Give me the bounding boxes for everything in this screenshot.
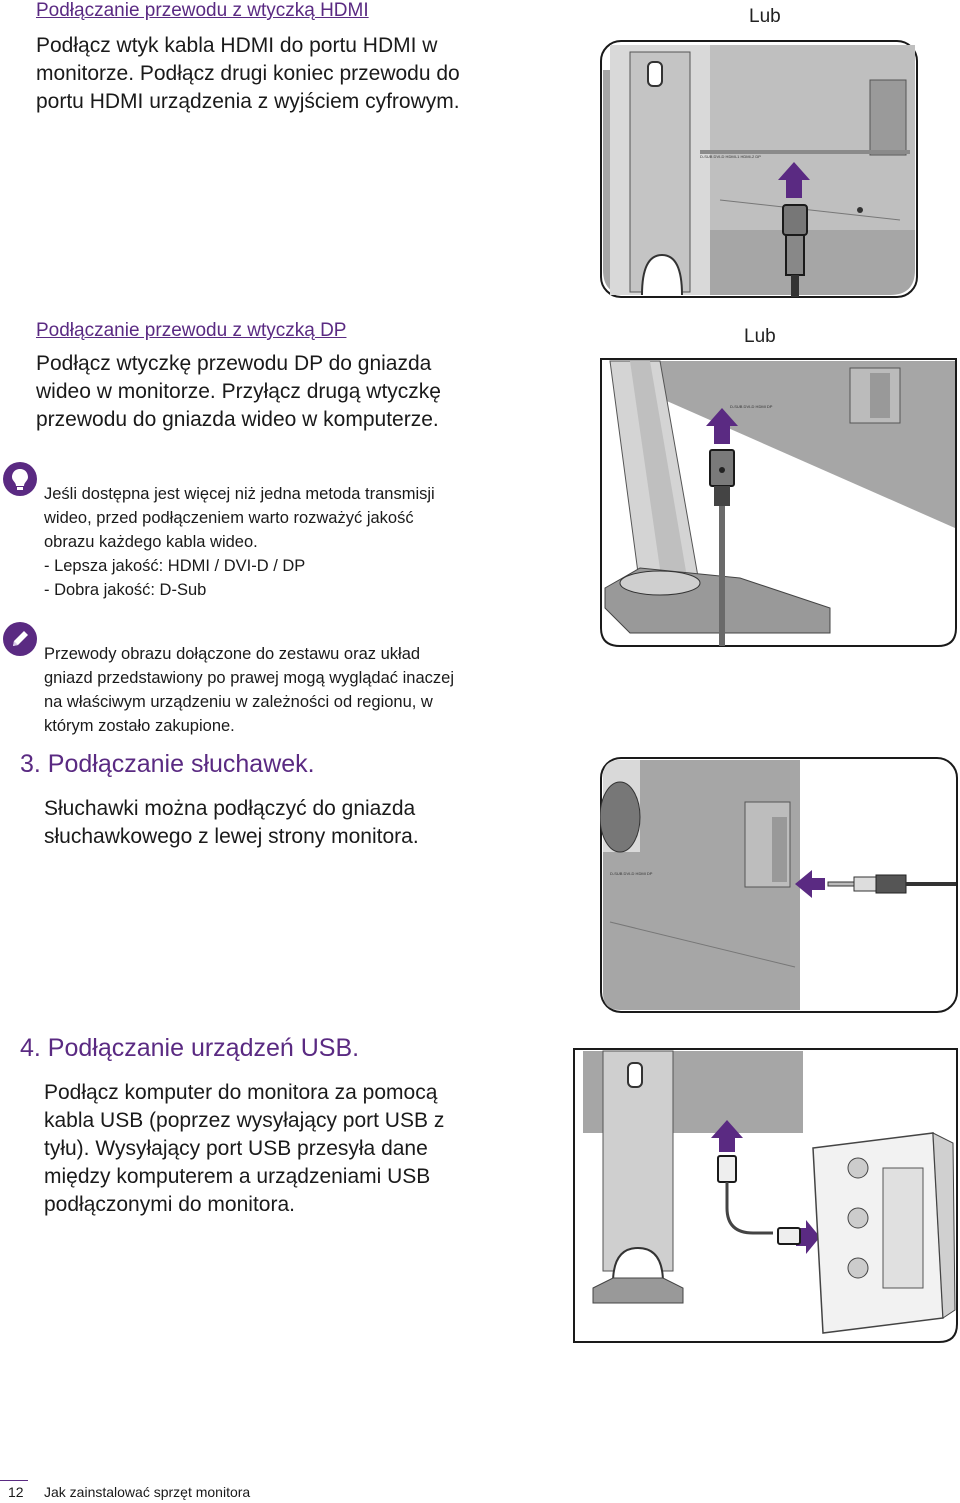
text-line: tyłu). Wysyłający port USB przesyła dane (44, 1137, 428, 1160)
text-line: Przewody obrazu dołączone do zestawu ora… (44, 645, 421, 663)
dp-section-text: Podłącz wtyczkę przewodu DP do gniazda w… (36, 350, 441, 434)
text-line: Podłącz wtyczkę przewodu DP do gniazda (36, 352, 432, 375)
headphone-connection-figure: D-SUB DVI-D HDMI DP (600, 757, 958, 1013)
text-line: Jeśli dostępna jest więcej niż jedna met… (44, 485, 435, 503)
text-line: gniazd przedstawiony po prawej mogą wygl… (44, 669, 454, 687)
svg-text:D-SUB DVI-D HDMI DP: D-SUB DVI-D HDMI DP (730, 404, 773, 409)
step4-heading: 4. Podłączanie urządzeń USB. (20, 1034, 360, 1062)
text-line: wideo, przed podłączeniem warto rozważyć… (44, 509, 414, 527)
text-line: między komputerem a urządzeniami USB (44, 1165, 431, 1188)
hdmi-lub-label: Lub (749, 6, 781, 27)
hdmi-section-text: Podłącz wtyk kabla HDMI do portu HDMI w … (36, 32, 460, 116)
text-line: Podłącz komputer do monitora za pomocą (44, 1081, 438, 1104)
text-line: na właściwym urządzeniu w zależności od … (44, 693, 433, 711)
hdmi-connection-figure: D-SUB DVI-D HDMI-1 HDMI-2 DP (600, 40, 918, 298)
text-line: obrazu każdego kabla wideo. (44, 533, 258, 551)
text-line: Słuchawki można podłączyć do gniazda (44, 797, 416, 820)
text-line: przewodu do gniazda wideo w komputerze. (36, 408, 439, 431)
dp-lub-label: Lub (744, 326, 776, 347)
step4-text: Podłącz komputer do monitora za pomocą k… (44, 1079, 444, 1219)
text-line: Podłącz wtyk kabla HDMI do portu HDMI w (36, 34, 438, 57)
text-line: wideo w monitorze. Przyłącz drugą wtyczk… (36, 380, 441, 403)
step3-heading: 3. Podłączanie słuchawek. (20, 750, 315, 778)
pencil-icon (3, 622, 37, 656)
svg-text:D-SUB DVI-D HDMI DP: D-SUB DVI-D HDMI DP (610, 871, 653, 876)
text-line: kabla USB (poprzez wysyłający port USB z (44, 1109, 445, 1132)
dp-section-title: Podłączanie przewodu z wtyczką DP (36, 320, 347, 341)
usb-connection-figure (573, 1048, 959, 1344)
text-line: słuchawkowego z lewej strony monitora. (44, 825, 419, 848)
text-line: portu HDMI urządzenia z wyjściem cyfrowy… (36, 90, 460, 113)
hdmi-section-title: Podłączanie przewodu z wtyczką HDMI (36, 0, 369, 21)
text-line: - Dobra jakość: D-Sub (44, 581, 207, 599)
page-number: 12 (8, 1484, 24, 1500)
text-line: podłączonymi do monitora. (44, 1193, 295, 1216)
text-line: - Lepsza jakość: HDMI / DVI-D / DP (44, 557, 306, 575)
step3-text: Słuchawki można podłączyć do gniazda słu… (44, 795, 419, 851)
text-line: którym zostało zakupione. (44, 717, 235, 735)
lightbulb-icon (3, 462, 37, 496)
footer-section-title: Jak zainstalować sprzęt monitora (44, 1484, 251, 1500)
text-line: monitorze. Podłącz drugi koniec przewodu… (36, 62, 460, 85)
svg-text:D-SUB DVI-D HDMI-1 HDMI-: D-SUB DVI-D HDMI-1 HDMI-2 DP (700, 154, 761, 159)
footer-rule (0, 1480, 28, 1481)
dp-connection-figure: D-SUB DVI-D HDMI DP (600, 358, 958, 648)
tip-note-text: Jeśli dostępna jest więcej niż jedna met… (44, 482, 435, 602)
cable-note-text: Przewody obrazu dołączone do zestawu ora… (44, 642, 454, 738)
